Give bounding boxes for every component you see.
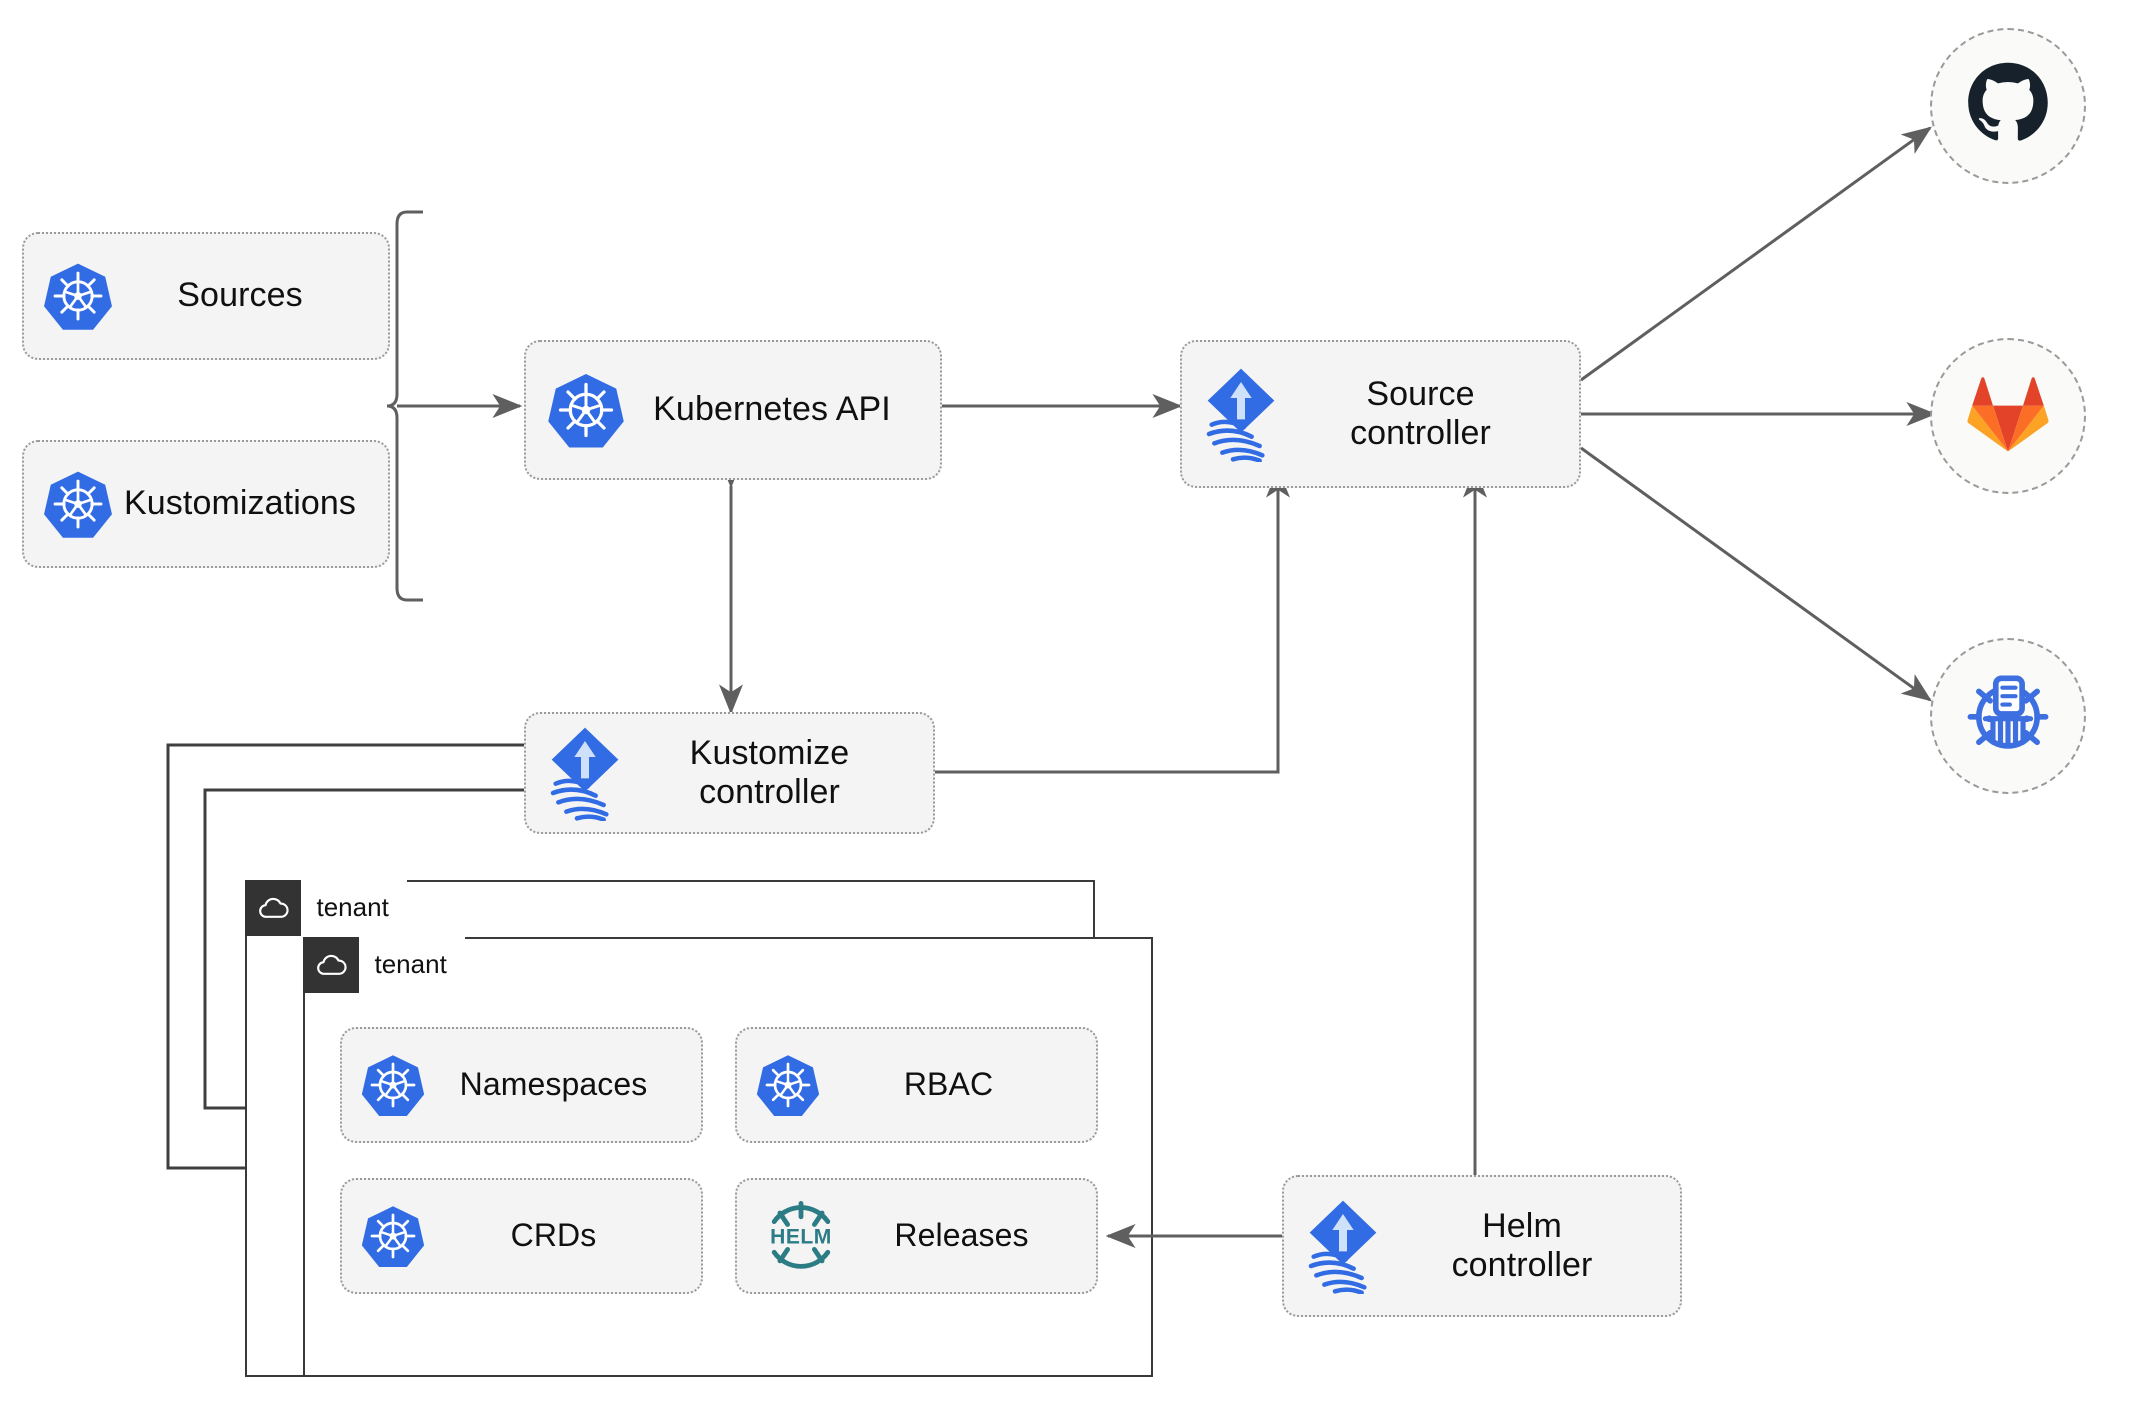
tenant-back-label: tenant — [300, 879, 407, 936]
node-kubernetes-api-label: Kubernetes API — [653, 390, 891, 429]
wire-kustomize-to-tenant-back — [166, 743, 524, 1180]
node-kubernetes-api[interactable]: Kubernetes API — [524, 340, 942, 480]
kubernetes-icon — [360, 1052, 426, 1118]
node-rbac-label: RBAC — [903, 1066, 994, 1103]
flux-icon — [1300, 1198, 1386, 1294]
kubernetes-icon — [755, 1052, 821, 1118]
node-kustomize-controller-label: Kustomize controller — [689, 733, 850, 811]
tenant-frame-front[interactable]: tenant — [302, 936, 1153, 1377]
flux-icon — [542, 725, 628, 821]
node-source-controller[interactable]: Source controller — [1180, 340, 1581, 488]
node-releases[interactable]: HELM Releases — [735, 1178, 1098, 1294]
node-sources-label: Sources — [177, 276, 303, 315]
repo-helm-registry[interactable] — [1930, 638, 2086, 794]
node-namespaces-label: Namespaces — [459, 1066, 648, 1103]
node-releases-label: Releases — [894, 1217, 1029, 1254]
svg-text:HELM: HELM — [770, 1226, 832, 1249]
kubernetes-icon — [42, 468, 114, 540]
wire-source-to-github — [1580, 126, 1932, 382]
node-kustomizations-label: Kustomizations — [124, 484, 356, 523]
node-helm-controller[interactable]: Helm controller — [1282, 1175, 1682, 1317]
kubernetes-icon — [546, 370, 626, 450]
gitlab-icon — [1966, 374, 2050, 459]
helm-chart-repo-icon — [1961, 667, 2055, 766]
github-icon — [1965, 61, 2051, 152]
node-source-controller-label: Source controller — [1350, 374, 1491, 452]
node-kustomizations[interactable]: Kustomizations — [22, 440, 390, 568]
wire-kustomize-to-source — [935, 467, 1290, 774]
node-crds[interactable]: CRDs — [340, 1178, 703, 1294]
node-rbac[interactable]: RBAC — [735, 1027, 1098, 1143]
helm-icon: HELM — [755, 1197, 847, 1275]
node-helm-controller-label: Helm controller — [1451, 1206, 1593, 1284]
node-kustomize-controller[interactable]: Kustomize controller — [524, 712, 935, 834]
custom-resources-bracket — [386, 210, 423, 602]
repo-github[interactable] — [1930, 28, 2086, 184]
node-namespaces[interactable]: Namespaces — [340, 1027, 703, 1143]
cloud-icon — [302, 936, 359, 993]
tenant-front-label: tenant — [358, 936, 465, 993]
tenant-back-titlebar: tenant — [244, 879, 407, 936]
flux-icon — [1198, 366, 1284, 462]
node-crds-label: CRDs — [510, 1217, 597, 1254]
wire-source-to-helm-registry — [1580, 446, 1932, 702]
cloud-icon — [244, 879, 301, 936]
kubernetes-icon — [360, 1203, 426, 1269]
repo-gitlab[interactable] — [1930, 338, 2086, 494]
kubernetes-icon — [42, 260, 114, 332]
tenant-front-titlebar: tenant — [302, 936, 465, 993]
node-sources[interactable]: Sources — [22, 232, 390, 360]
